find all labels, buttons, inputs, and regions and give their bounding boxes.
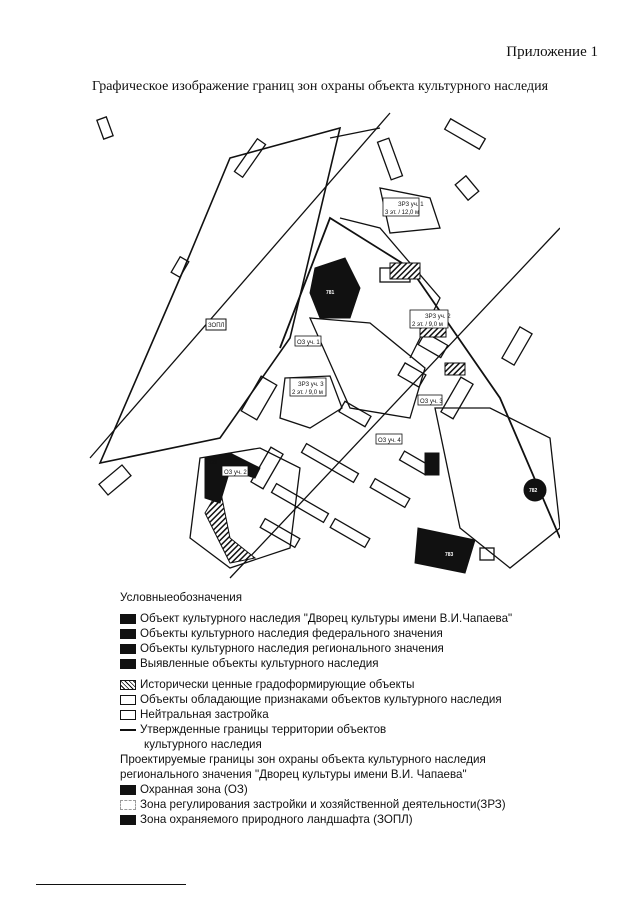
legend-item: Зона регулирования застройки и хозяйстве… bbox=[120, 797, 560, 812]
block-outline bbox=[379, 187, 441, 234]
label-zrz1-a: ЗРЗ уч. 1 bbox=[398, 202, 424, 208]
legend-item: регионального значения "Дворец культуры … bbox=[120, 768, 467, 781]
label-object-783: 783 bbox=[445, 552, 454, 558]
label-oz3: ОЗ уч. 3 bbox=[420, 399, 443, 405]
legend-item: Объекты обладающие признаками объектов к… bbox=[120, 692, 560, 707]
protection-zones-map: ЗОПЛ ЗРЗ уч. 1 3 эт. / 12,0 м ЗРЗ уч. 2 … bbox=[89, 112, 560, 579]
zopl-boundary bbox=[98, 126, 342, 465]
label-zopl: ЗОПЛ bbox=[208, 323, 225, 329]
legend-item: Выявленные объекты культурного наследия bbox=[120, 656, 560, 671]
legend-item: Объекты культурного наследия регионально… bbox=[120, 641, 560, 656]
heritage-object bbox=[523, 478, 547, 502]
legend-heading: Условныеобозначения bbox=[120, 591, 243, 604]
label-object-781: 781 bbox=[326, 290, 335, 296]
legend-item: культурного наследия bbox=[144, 738, 262, 751]
legend-item: Охранная зона (ОЗ) bbox=[120, 782, 560, 797]
street-line bbox=[229, 227, 560, 579]
zrz-boundary bbox=[308, 317, 426, 419]
page-title: Графическое изображение границ зон охран… bbox=[92, 79, 549, 94]
heritage-object-main bbox=[309, 257, 361, 319]
street-line bbox=[89, 112, 391, 459]
label-zrz3-b: 2 эт. / 9,0 м bbox=[292, 390, 323, 396]
legend-item: Объекты культурного наследия федеральног… bbox=[120, 626, 560, 641]
appendix-label: Приложение 1 bbox=[506, 44, 598, 60]
label-zrz2-a: ЗРЗ уч. 2 bbox=[425, 314, 451, 320]
legend-item: Нейтральная застройка bbox=[120, 707, 560, 722]
label-object-175: 175 bbox=[209, 460, 218, 466]
legend-item: Утвержденные границы территории объектов bbox=[120, 722, 560, 737]
map-legend: Условныеобозначения Объект культурного н… bbox=[120, 590, 560, 827]
legend-item: Объект культурного наследия "Дворец куль… bbox=[120, 611, 560, 626]
zrz-boundary bbox=[279, 375, 343, 429]
heritage-object bbox=[414, 527, 476, 574]
label-object-782: 782 bbox=[529, 488, 538, 494]
label-oz4: ОЗ уч. 4 bbox=[378, 438, 401, 444]
block-outline bbox=[434, 407, 560, 569]
label-zrz2-b: 2 эт. / 9,0 м bbox=[412, 322, 443, 328]
legend-item: Зона охраняемого природного ландшафта (З… bbox=[120, 812, 560, 827]
heritage-object bbox=[424, 452, 440, 476]
block-outline bbox=[189, 447, 301, 569]
footnote-rule bbox=[36, 884, 186, 885]
legend-item: Проектируемые границы зон охраны объекта… bbox=[120, 753, 486, 766]
label-oz1: ОЗ уч. 1 bbox=[297, 340, 320, 346]
label-zrz3-a: ЗРЗ уч. 3 bbox=[298, 382, 324, 388]
label-oz2: ОЗ уч. 2 bbox=[224, 470, 247, 476]
legend-item: Исторически ценные градоформирующие объе… bbox=[120, 677, 560, 692]
label-zrz1-b: 3 эт. / 12,0 м bbox=[385, 210, 419, 216]
